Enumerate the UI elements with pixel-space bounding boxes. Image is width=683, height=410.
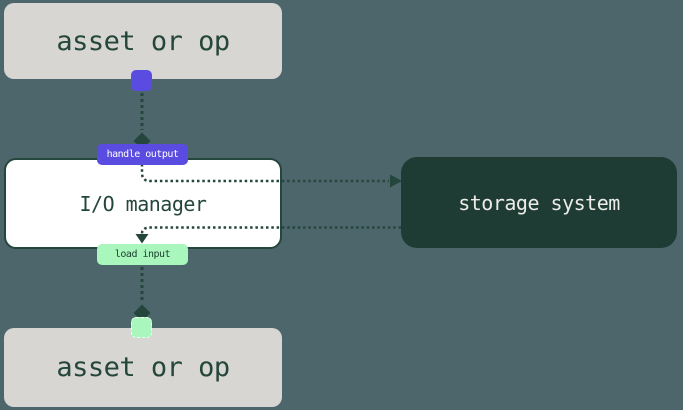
load-input-badge-label: load input — [114, 249, 171, 260]
output-port-icon — [131, 70, 152, 91]
node-asset-or-op-bottom-label: asset or op — [56, 352, 230, 383]
node-io-manager: I/O manager — [4, 158, 282, 249]
node-asset-or-op-top-label: asset or op — [56, 25, 230, 57]
input-port-icon — [131, 317, 152, 338]
node-asset-or-op-top: asset or op — [4, 3, 282, 79]
node-storage-system: storage system — [401, 157, 677, 248]
handle-output-badge-label: handle output — [106, 149, 179, 160]
node-asset-or-op-bottom: asset or op — [4, 328, 282, 407]
handle-output-badge: handle output — [97, 144, 188, 165]
node-io-manager-label: I/O manager — [79, 191, 207, 216]
node-storage-system-label: storage system — [458, 190, 620, 215]
load-input-badge: load input — [97, 244, 188, 265]
